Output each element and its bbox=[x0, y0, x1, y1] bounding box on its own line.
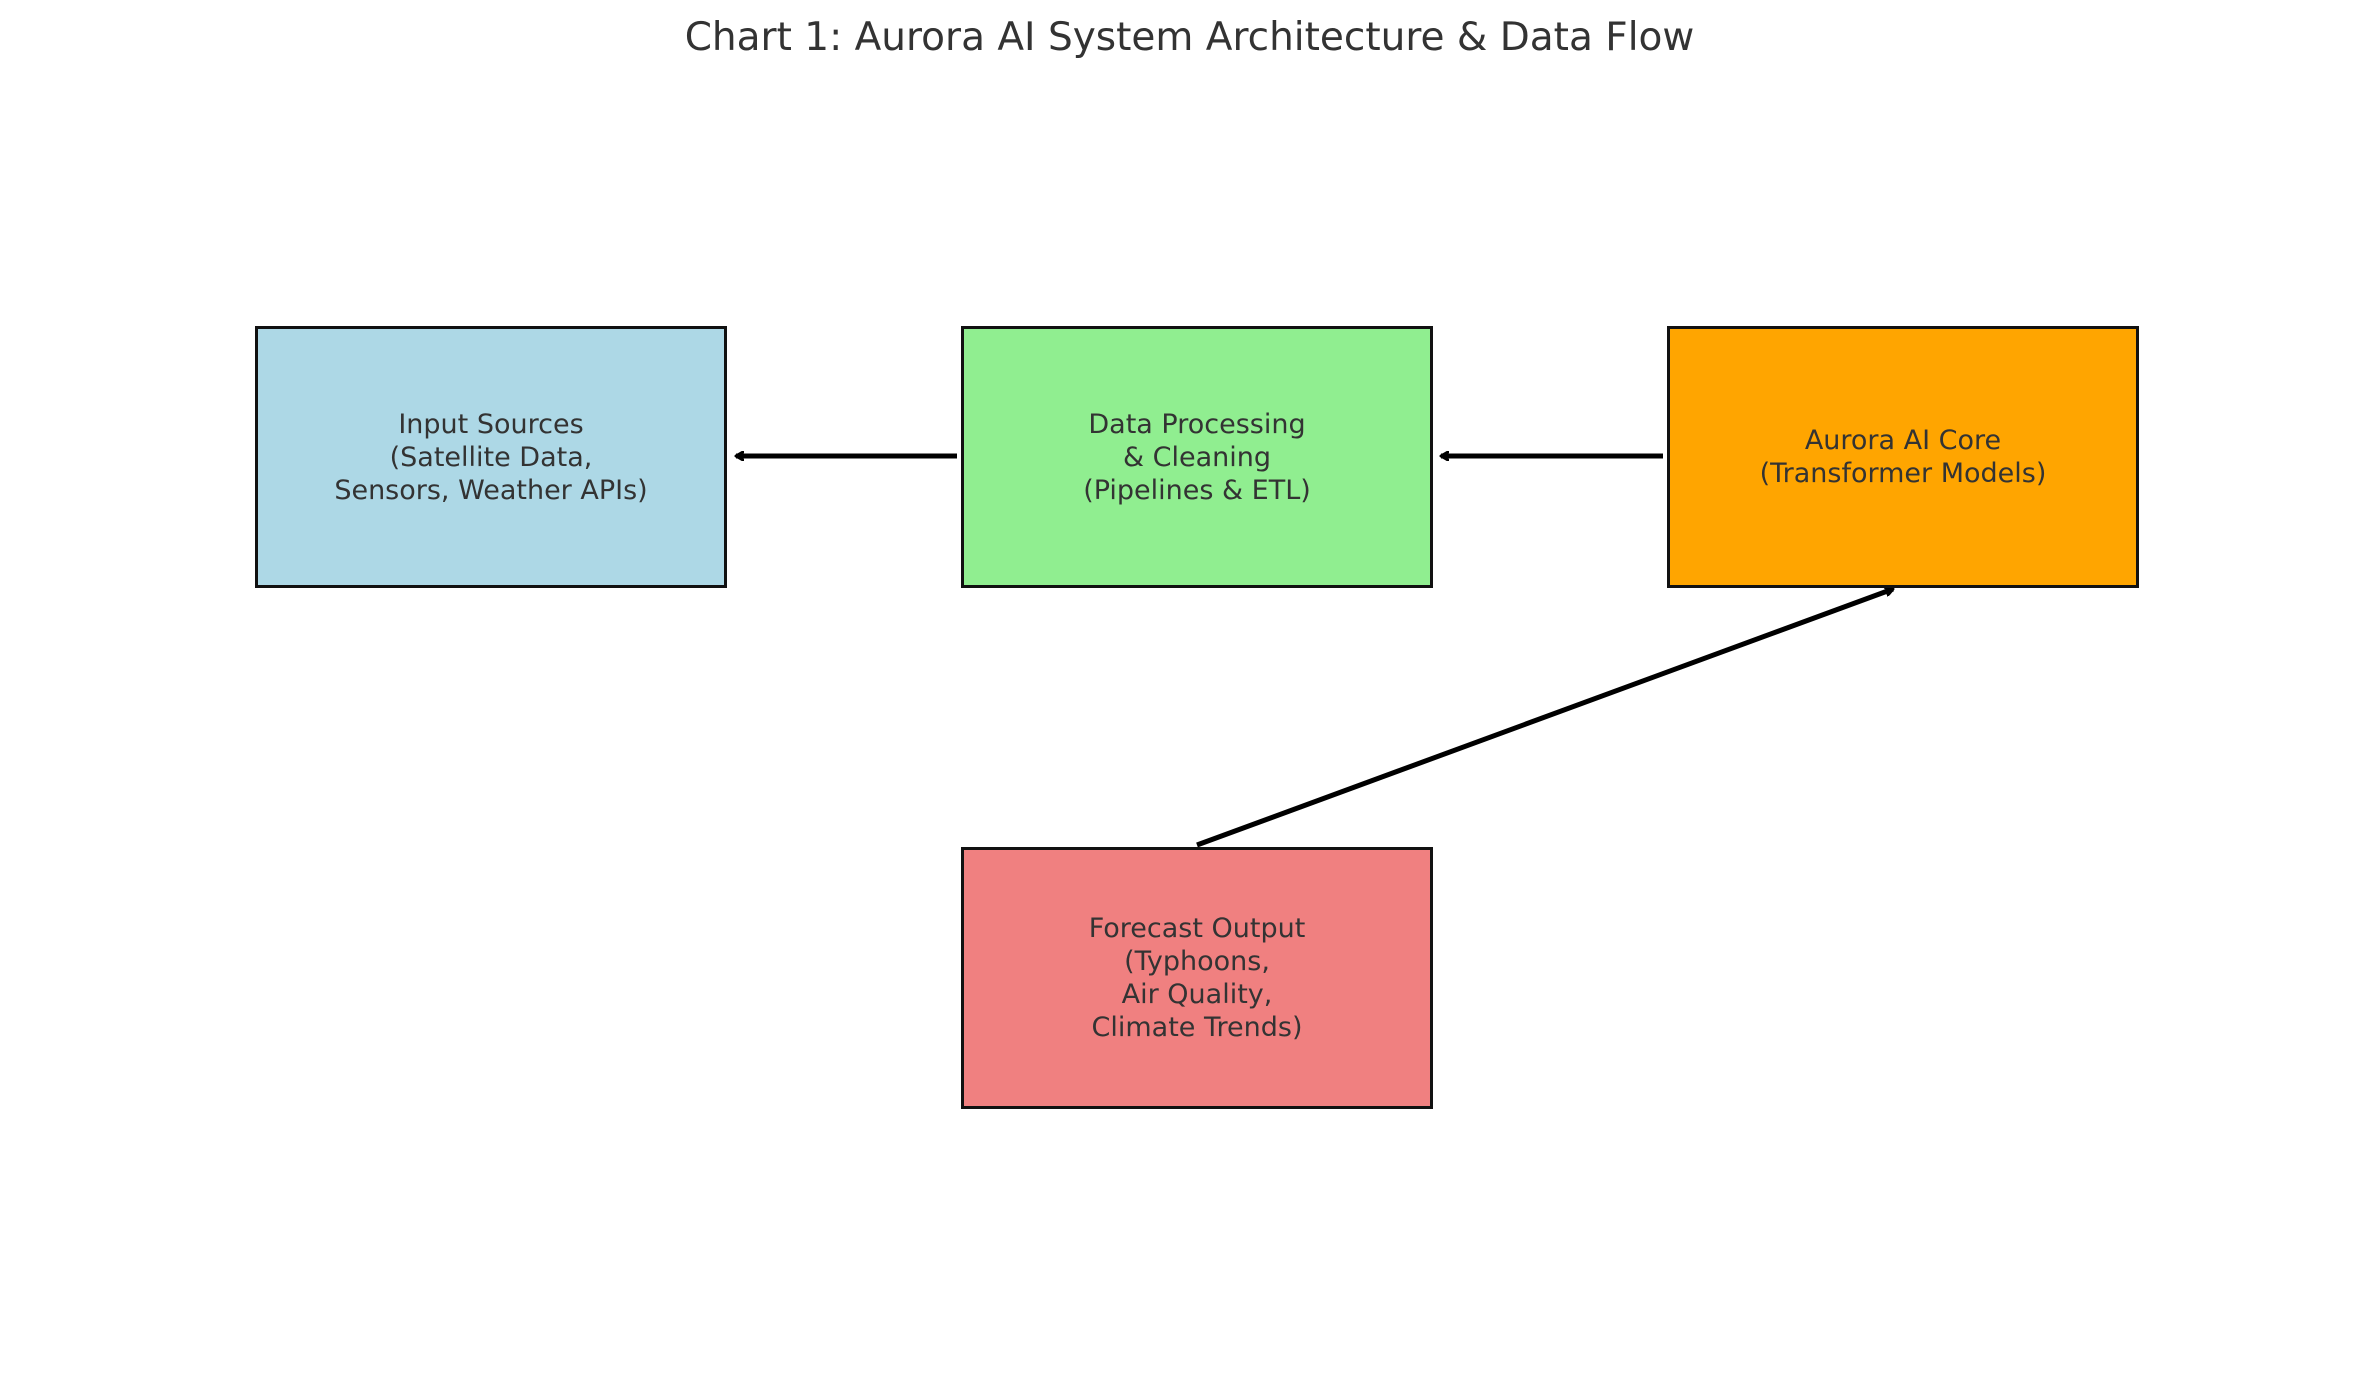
node-input-sources: Input Sources (Satellite Data, Sensors, … bbox=[255, 326, 727, 588]
node-forecast-output: Forecast Output (Typhoons, Air Quality, … bbox=[961, 847, 1433, 1109]
edge-forecast-to-core bbox=[1196, 589, 1893, 848]
node-aurora-ai-core: Aurora AI Core (Transformer Models) bbox=[1667, 326, 2139, 588]
node-data-processing: Data Processing & Cleaning (Pipelines & … bbox=[961, 326, 1433, 588]
diagram-title: Chart 1: Aurora AI System Architecture &… bbox=[684, 15, 1695, 60]
